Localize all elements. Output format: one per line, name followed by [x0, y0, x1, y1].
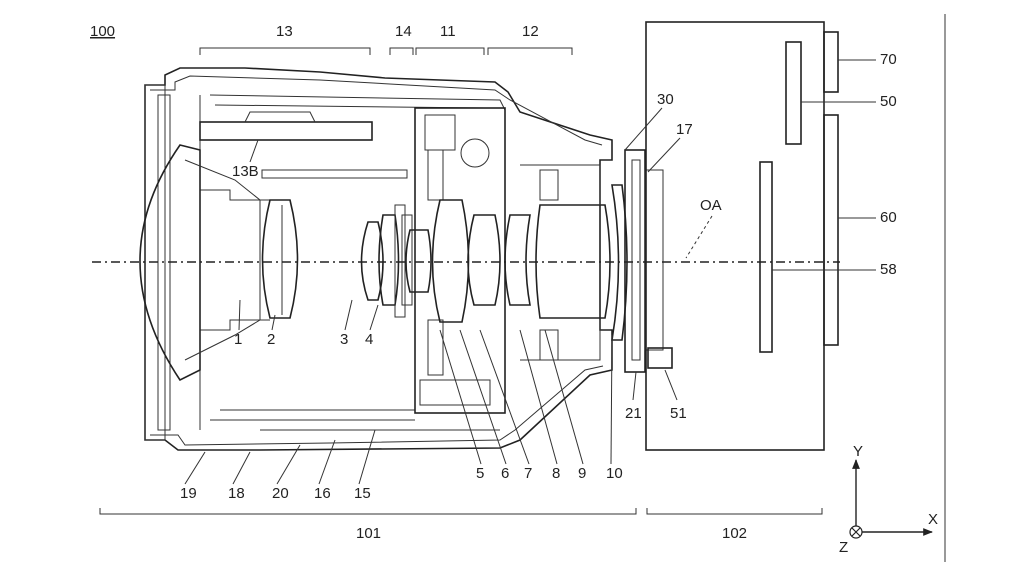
ref-51-label: 51 [670, 405, 687, 422]
group-14-label: 14 [395, 23, 412, 40]
lens-barrel [144, 67, 613, 451]
lens-element-5 [405, 229, 432, 293]
ref-label-15: 15 [354, 485, 371, 502]
ref-17-label: 17 [676, 121, 693, 138]
ref-label-3: 3 [340, 331, 348, 348]
lens-element-3 [360, 221, 384, 301]
ref-label-7: 7 [524, 465, 532, 482]
camera-body-102 [645, 21, 825, 451]
ref-main-label: 100 [90, 23, 115, 40]
ref-label-18: 18 [228, 485, 245, 502]
axis-z-label: Z [839, 539, 848, 556]
ref-label-10: 10 [606, 465, 623, 482]
ref-label-4: 4 [365, 331, 373, 348]
sensor-58 [759, 161, 773, 353]
mount-17 [624, 149, 646, 373]
lens-element-9 [535, 204, 611, 319]
brace-101-label: 101 [356, 525, 381, 542]
brace-102-label: 102 [722, 525, 747, 542]
ref-50-label: 50 [880, 93, 897, 110]
lens-element-1 [139, 144, 201, 382]
ref-label-20: 20 [272, 485, 289, 502]
part-70 [823, 31, 839, 93]
ref-label-5: 5 [476, 465, 484, 482]
group-11-label: 11 [440, 23, 456, 40]
group-13-label: 13 [276, 23, 293, 40]
group-12-label: 12 [522, 23, 539, 40]
ref-21-label: 21 [625, 405, 642, 422]
part-50 [785, 41, 802, 145]
coordinate-axes [849, 459, 933, 539]
ref-13b-label: 13B [232, 163, 259, 180]
ref-60-label: 60 [880, 209, 897, 226]
part-60 [823, 114, 839, 346]
ref-label-19: 19 [180, 485, 197, 502]
lens-element-4 [378, 214, 400, 306]
ref-label-16: 16 [314, 485, 331, 502]
guide-13b [199, 121, 373, 141]
ref-58-label: 58 [880, 261, 897, 278]
ref-30-label: 30 [657, 91, 674, 108]
part-51 [647, 347, 673, 369]
axis-y-label: Y [853, 443, 863, 460]
ref-label-2: 2 [267, 331, 275, 348]
ref-label-8: 8 [552, 465, 560, 482]
ref-oa-label: OA [700, 197, 722, 214]
lens-element-7 [467, 214, 501, 306]
lens-element-6 [431, 199, 470, 323]
ref-label-9: 9 [578, 465, 586, 482]
ref-label-1: 1 [234, 331, 242, 348]
ref-label-6: 6 [501, 465, 509, 482]
axis-x-label: X [928, 511, 938, 528]
lens-element-8 [504, 214, 531, 306]
ref-70-label: 70 [880, 51, 897, 68]
lens-element-2 [261, 199, 299, 319]
